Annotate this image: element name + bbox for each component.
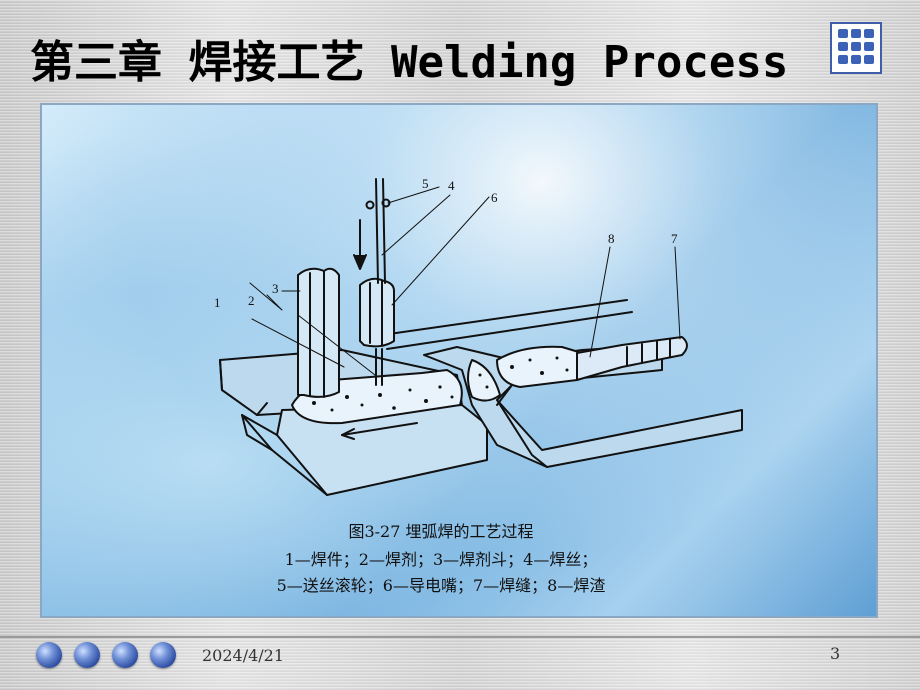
nav-dot-2[interactable]: [74, 642, 100, 668]
figure-caption-legend-2: 5—送丝滚轮；6—导电嘴；7—焊缝；8—焊渣: [276, 576, 606, 595]
page-number: 3: [830, 644, 841, 663]
submerged-arc-welding-diagram: 1 2 3 4 5 6 7 8: [214, 176, 743, 496]
label-1: 1: [214, 295, 221, 310]
label-3: 3: [272, 281, 279, 296]
figure-caption-legend-1: 1—焊件；2—焊剂；3—焊剂斗；4—焊丝；: [284, 550, 598, 569]
label-6: 6: [491, 190, 498, 205]
label-7: 7: [671, 231, 678, 246]
grid-menu-icon[interactable]: [830, 22, 882, 74]
footer-divider: [0, 636, 920, 638]
label-8: 8: [608, 231, 615, 246]
figure-caption-title: 图3-27 埋弧焊的工艺过程: [348, 522, 534, 541]
slide-title: 第三章 焊接工艺 Welding Process: [30, 37, 789, 88]
label-5: 5: [422, 176, 429, 191]
label-4: 4: [448, 178, 455, 193]
nav-dot-4[interactable]: [150, 642, 176, 668]
figure-panel: 1 2 3 4 5 6 7 8 图3-27 埋弧焊的工艺过程 1—焊件；2—焊剂…: [40, 103, 878, 618]
nav-dot-3[interactable]: [112, 642, 138, 668]
slide-date: 2024/4/21: [202, 646, 285, 665]
nav-dot-1[interactable]: [36, 642, 62, 668]
label-2: 2: [248, 293, 255, 308]
